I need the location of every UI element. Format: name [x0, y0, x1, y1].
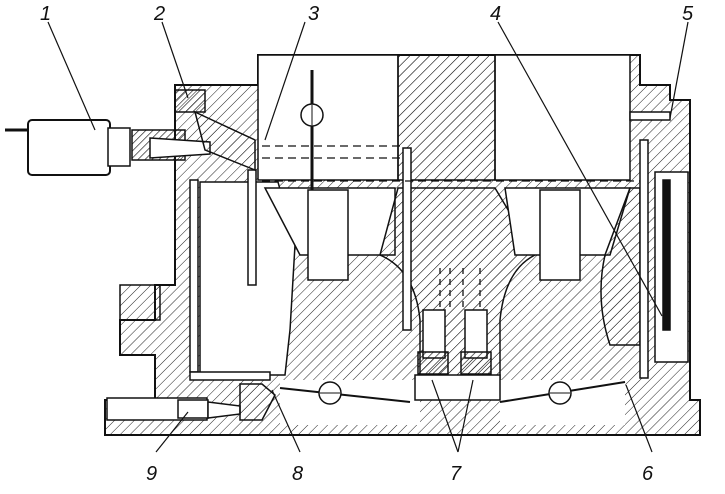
idle-channel	[247, 169, 257, 286]
right-inner-tube	[662, 179, 671, 331]
fuel-channels	[189, 111, 689, 381]
emulsion-jet-right	[464, 309, 488, 359]
callout-3: 3	[308, 3, 319, 25]
callout-8: 8	[292, 463, 303, 485]
lower-throttle-void	[280, 380, 420, 425]
callout-9: 9	[146, 463, 157, 485]
callout-4: 4	[490, 3, 501, 25]
side-notch	[119, 284, 161, 321]
leader-5	[669, 21, 689, 119]
upper-right-channel	[629, 111, 671, 121]
callout-labels: 1 2 3 4 5 6 7 8 9	[40, 3, 694, 485]
solenoid-arm	[193, 110, 256, 172]
left-float	[307, 189, 349, 281]
seal-left	[417, 351, 449, 375]
leader-2	[161, 21, 189, 99]
callout-5: 5	[682, 3, 694, 25]
left-lower-channel	[189, 371, 271, 381]
left-vertical-channel	[189, 179, 199, 373]
right-float	[539, 189, 581, 281]
seal-right	[460, 351, 492, 375]
solenoid-neck	[107, 127, 131, 167]
leader-1	[47, 21, 96, 131]
upper-right-chamber-void	[494, 54, 631, 181]
emulsion-housing	[414, 374, 501, 401]
idle-jet-assembly	[177, 383, 276, 421]
leader-8	[271, 389, 301, 453]
horizontal-dashed-passage	[262, 145, 640, 182]
callout-1: 1	[40, 3, 51, 25]
right-well-tube	[654, 171, 689, 363]
idle-jet-orifice	[239, 383, 276, 421]
solenoid-body	[27, 119, 111, 176]
solenoid-needle	[149, 137, 211, 159]
center-main-tube	[402, 147, 412, 331]
float-and-valves	[279, 70, 626, 405]
emulsion-block	[414, 268, 501, 401]
throttle-shaft-left	[279, 387, 411, 403]
callout-6: 6	[642, 463, 654, 485]
leader-4	[497, 21, 663, 317]
right-float-channel	[639, 139, 649, 379]
leader-3	[264, 21, 306, 141]
solenoid-valve	[5, 89, 256, 176]
callout-7: 7	[450, 463, 462, 485]
leader-7b	[457, 379, 474, 453]
upper-float-chamber-void	[257, 54, 399, 181]
central-hatched-block	[397, 54, 496, 181]
leader-lines	[47, 21, 689, 453]
leader-9	[155, 411, 189, 453]
vertical-dashed-passages	[439, 268, 481, 310]
solenoid-cap	[174, 89, 206, 113]
leader-7a	[431, 379, 459, 453]
leader-6	[625, 384, 653, 453]
idle-jet-screw	[177, 399, 209, 419]
callout-2: 2	[153, 3, 165, 25]
emulsion-jet-left	[422, 309, 446, 359]
